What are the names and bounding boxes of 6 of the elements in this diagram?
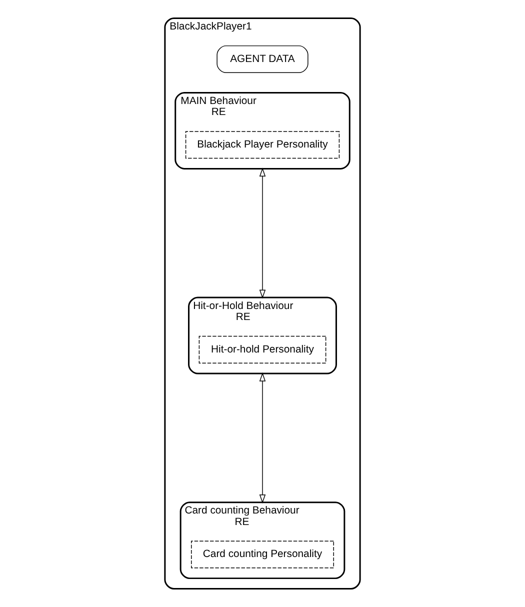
- arrow: [259, 372, 266, 504]
- node-box: Blackjack Player Personality: [185, 131, 340, 159]
- arrow: [259, 168, 266, 299]
- node-box: AGENT DATA: [216, 45, 308, 73]
- node-box: Hit-or-hold Personality: [198, 336, 326, 364]
- node-box: Card counting Personality: [191, 540, 334, 568]
